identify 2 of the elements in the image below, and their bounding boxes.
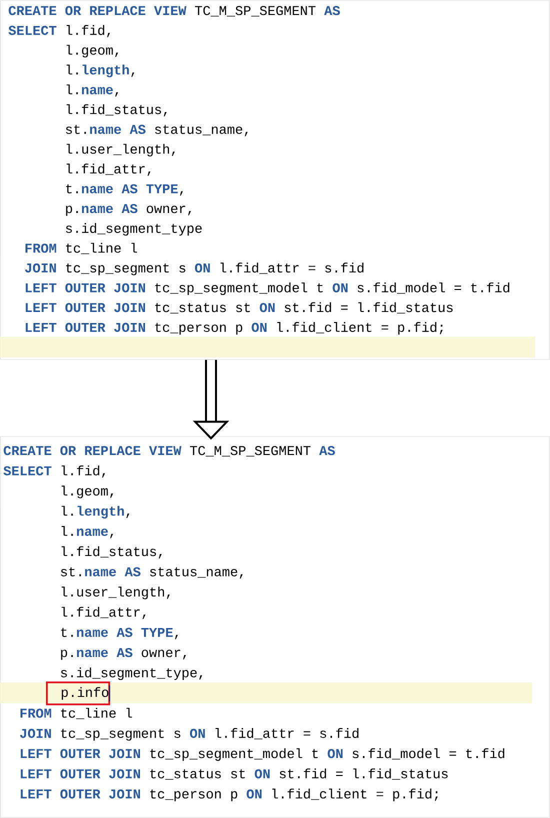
code-panel: CREATE OR REPLACE VIEW TC_M_SP_SEGMENT AS SELECT l.fid, l.geom, l.length, l.name, l.fid_status, st.name AS status_name, l.user_length, l.fid_attr, t.name AS TYPE, p.name AS owner, s.id_segment_type FROM tc_line l JOIN tc_sp_segment s ON l.fid_attr = s.fid LEFT OUTER JOIN tc_sp_segment_model t ON s.fid_model = t.fid LEFT OUTER JOIN tc_status st ON st.fid = l.fid_status LEFT OUTER JOIN tc_person p ON l.fid_client = p.fid;	[0, 0, 550, 360]
highlight-box: p.info	[46, 682, 110, 706]
